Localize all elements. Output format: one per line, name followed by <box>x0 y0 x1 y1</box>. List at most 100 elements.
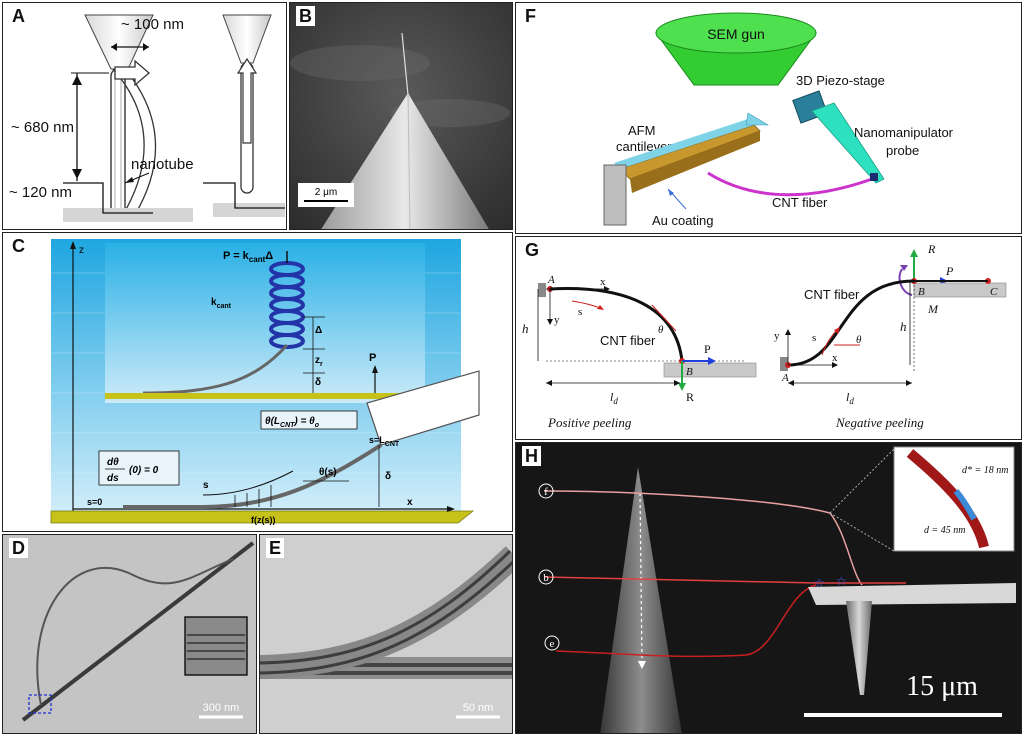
svg-text:P: P <box>369 352 376 364</box>
svg-text:y: y <box>554 314 560 326</box>
svg-text:300 nm: 300 nm <box>203 702 240 714</box>
svg-text:e: e <box>550 638 555 650</box>
panel-e: E 50 nm <box>259 534 513 734</box>
svg-text:θ: θ <box>856 334 862 346</box>
sem-probe-cone <box>600 467 682 733</box>
nanotube-sem <box>401 32 409 96</box>
pyramid-tip <box>321 93 489 229</box>
afm-tip-right <box>222 14 272 64</box>
svg-text:SEM gun: SEM gun <box>707 26 765 42</box>
svg-text:R: R <box>686 390 694 404</box>
fiber-e <box>555 584 817 658</box>
substrate-left <box>63 208 193 222</box>
panel-h-sem-image: f b e ☆ ☆ d* = 18 nm d = 45 nm 15 μm <box>516 443 1021 733</box>
svg-text:Negative peeling: Negative peeling <box>835 415 924 430</box>
dim-length-label: ~ 680 nm <box>11 119 74 136</box>
panel-e-label: E <box>266 538 285 558</box>
cnt-fiber-f <box>707 171 873 197</box>
svg-text:z: z <box>79 245 84 256</box>
panel-d-tem-image: 300 nm <box>3 535 256 733</box>
panel-f: F SEM gun 3D Piezo-stage Nanomanipulator… <box>515 2 1022 234</box>
svg-text:R: R <box>927 242 936 256</box>
bent-nanotube-tem <box>260 546 512 679</box>
straight-nanotube <box>21 541 255 722</box>
svg-text:B: B <box>686 366 693 378</box>
nanotube-label: nanotube <box>131 156 194 173</box>
roi-box <box>28 694 52 714</box>
panel-h-label: H <box>522 446 541 466</box>
panel-g-peeling-diagrams: A x y s θ CNT fiber h P B R ld Positive … <box>522 242 1007 430</box>
svg-text:zr: zr <box>315 355 323 368</box>
substrate-c <box>50 510 475 524</box>
svg-text:CNT fiber: CNT fiber <box>804 287 860 302</box>
svg-text:δ: δ <box>385 471 391 482</box>
dotted-arrow <box>639 492 643 664</box>
svg-text:P: P <box>945 264 954 278</box>
svg-text:probe: probe <box>886 143 919 158</box>
svg-text:s=LCNT: s=LCNT <box>369 435 400 448</box>
panel-e-tem-image: 50 nm <box>260 535 512 733</box>
svg-text:A: A <box>547 274 555 286</box>
star-marker-2: ☆ <box>836 574 847 588</box>
svg-text:CNT fiber: CNT fiber <box>772 195 828 210</box>
zoom-inset <box>184 616 248 676</box>
afm-tip-h <box>808 583 1016 605</box>
nanotube-left <box>110 68 126 220</box>
svg-text:s: s <box>812 332 816 344</box>
hollow-arrow-right <box>114 59 150 87</box>
negative-peel-fiber <box>787 279 915 367</box>
svg-text:θ(s): θ(s) <box>319 467 337 478</box>
svg-text:y: y <box>774 330 780 342</box>
svg-text:50 nm: 50 nm <box>463 702 494 714</box>
panel-g-label: G <box>522 240 543 260</box>
panel-c-label: C <box>9 236 28 256</box>
panel-d: D 300 nm <box>2 534 257 734</box>
inset-panel <box>105 243 425 403</box>
svg-text:x: x <box>832 352 838 364</box>
svg-text:Positive peeling: Positive peeling <box>547 415 632 430</box>
panel-d-label: D <box>9 538 28 558</box>
svg-text:A: A <box>781 372 789 384</box>
hollow-arrow-up <box>236 57 258 144</box>
svg-text:d* = 18 nm: d* = 18 nm <box>962 465 1008 476</box>
nanomanipulator-probe <box>811 102 885 184</box>
svg-text:θ(LCNT) = θo: θ(LCNT) = θo <box>265 416 320 429</box>
svg-text:s=0: s=0 <box>87 497 102 507</box>
svg-text:C: C <box>990 286 998 298</box>
svg-text:b: b <box>543 572 549 584</box>
svg-text:f(z(s)): f(z(s)) <box>251 515 276 525</box>
positive-peel-fiber <box>549 287 684 362</box>
svg-text:ds: ds <box>107 473 119 484</box>
fiber-b <box>543 576 906 584</box>
svg-text:CNT fiber: CNT fiber <box>600 333 656 348</box>
svg-text:h: h <box>900 319 907 334</box>
cantilever-tip <box>745 112 770 126</box>
svg-text:s: s <box>203 480 209 491</box>
panel-f-label: F <box>522 6 539 26</box>
looped-nanotube <box>36 558 234 706</box>
panel-f-setup: SEM gun 3D Piezo-stage Nanomanipulator p… <box>603 12 954 228</box>
svg-text:Δ: Δ <box>315 325 322 336</box>
svg-text:15 μm: 15 μm <box>906 671 978 702</box>
svg-text:ld: ld <box>610 390 618 406</box>
svg-text:s: s <box>578 306 582 318</box>
svg-text:δ: δ <box>315 377 321 388</box>
svg-text:kcant: kcant <box>211 297 232 310</box>
panel-a: A ~ 100 nm ~ 680 nm nanotube <box>2 2 287 230</box>
cantilever-base <box>603 164 627 226</box>
cantilever-c <box>366 370 480 446</box>
dim-bottom-label: ~ 120 nm <box>9 184 72 201</box>
svg-text:Au coating: Au coating <box>652 213 713 228</box>
panel-g: G A x y s θ CNT fiber h P B R ld Positiv… <box>515 236 1022 440</box>
svg-text:M: M <box>927 302 939 316</box>
svg-text:h: h <box>522 321 529 336</box>
svg-text:Nanomanipulator: Nanomanipulator <box>854 125 954 140</box>
star-marker-1: ☆ <box>814 576 825 590</box>
svg-text:d = 45 nm: d = 45 nm <box>924 525 965 536</box>
svg-text:θ: θ <box>658 324 664 336</box>
panel-b-sem-image: 2 μm <box>290 3 512 229</box>
svg-text:x: x <box>600 276 606 288</box>
svg-text:P = kcantΔ: P = kcantΔ <box>223 250 273 264</box>
svg-text:P: P <box>704 342 711 356</box>
svg-text:(0) = 0: (0) = 0 <box>129 465 159 476</box>
